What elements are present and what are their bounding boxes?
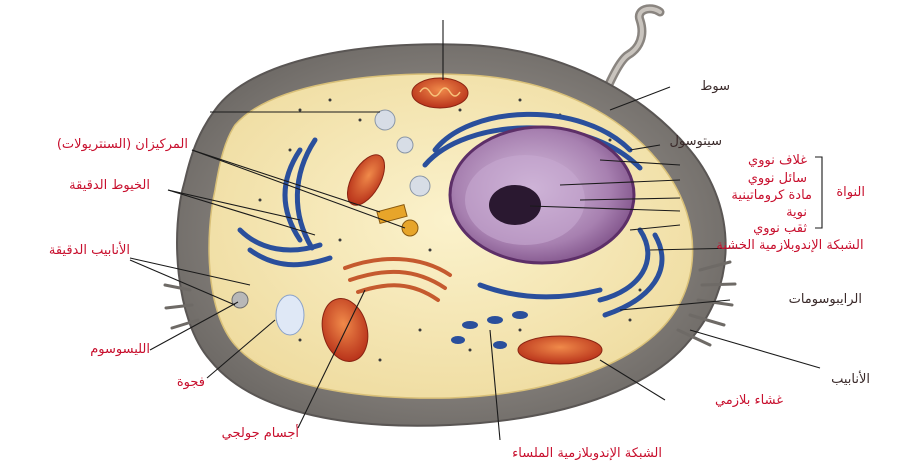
label-microfilaments: الخيوط الدقيقة (69, 178, 150, 193)
label-flagellum: سوط (700, 79, 730, 94)
lysosome-shape (232, 292, 248, 308)
label-smooth-er: الشبكة الإندوبلازمية الملساء (512, 446, 662, 461)
label-nucleoplasm: سائل نووي (748, 171, 807, 186)
label-rough-er: الشبكة الإندوبلازمية الخشنة (710, 238, 870, 253)
vacuole-shape (276, 295, 304, 335)
label-chromatin: مادة كروماتينية (731, 188, 812, 203)
label-microtubules: الأنابيب الدقيقة (49, 243, 130, 258)
label-nucleolus: نوية (786, 205, 807, 220)
label-nucleus-group: النواة (836, 185, 865, 200)
label-tubules: الأنابيب (831, 372, 870, 387)
label-ribosomes: الرايبوسومات (789, 292, 862, 307)
label-nuclear-envelope: غلاف نووي (748, 153, 807, 168)
nucleolus-shape (489, 185, 541, 225)
label-cell-membrane: غشاء بلازمي (715, 393, 783, 408)
label-lysosome: الليسوسوم (90, 342, 150, 357)
label-vacuole: فجوة (177, 375, 205, 390)
label-nuclear-pore: ثقب نووي (753, 221, 807, 236)
label-centrioles: المركيزان (السنتريولات) (57, 137, 188, 152)
label-cytosol: سيتوسول (669, 134, 722, 149)
label-golgi: أجسام جولجي (222, 426, 299, 441)
